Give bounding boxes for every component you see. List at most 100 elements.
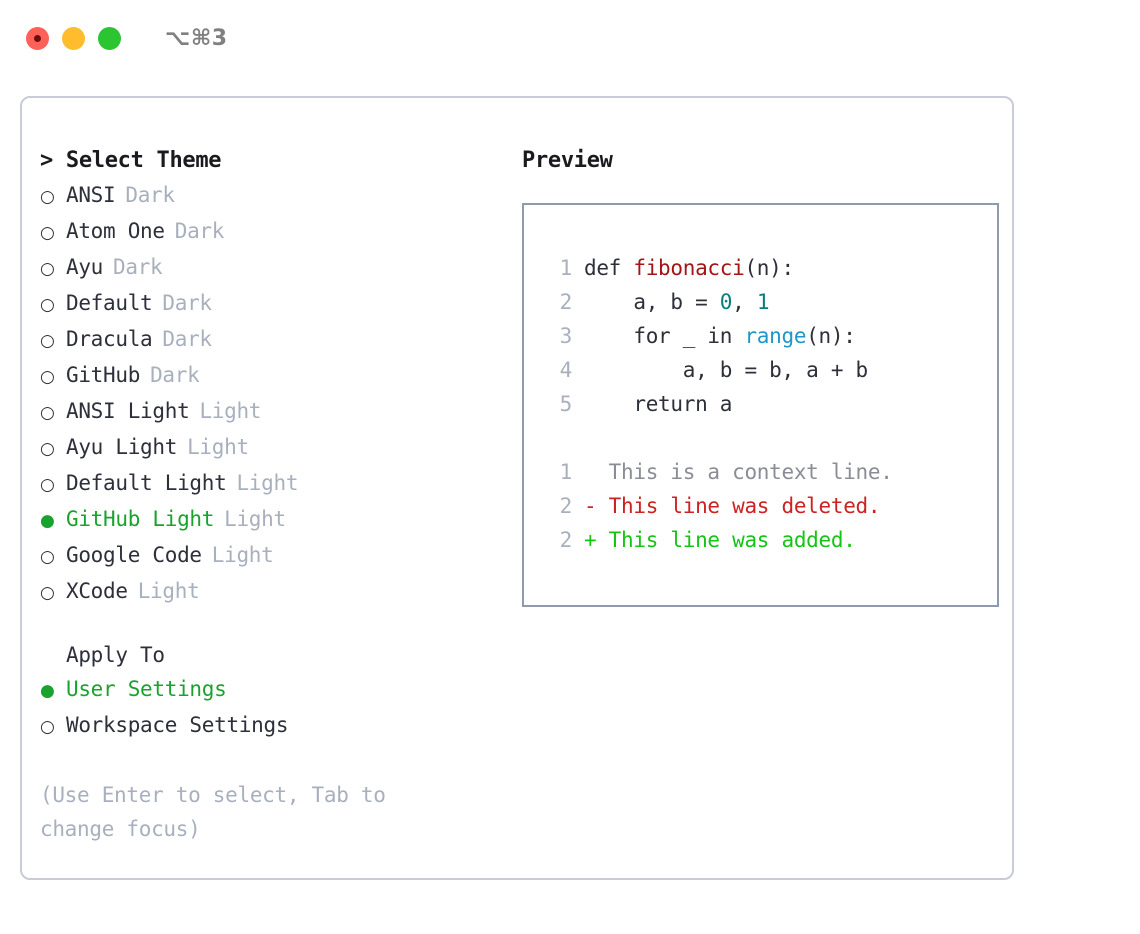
theme-option-label: Dracula (66, 327, 153, 351)
code-line: 2 a, b = 0, 1 (542, 285, 997, 319)
radio-selected-icon: ● (40, 511, 55, 531)
line-number: 5 (559, 392, 573, 416)
theme-option-ansi-light[interactable]: ○ ANSI Light Light (40, 394, 500, 430)
code-token-plain: return a (584, 392, 733, 416)
code-token-plain: a, b = b, a + b (584, 358, 868, 382)
apply-to-heading: Apply To (66, 643, 165, 667)
theme-option-variant: Light (224, 507, 286, 531)
line-number: 3 (559, 324, 573, 348)
code-line-text: a, b = b, a + b (584, 353, 868, 387)
theme-option-variant: Light (187, 435, 249, 459)
code-line: 4 a, b = b, a + b (542, 353, 997, 387)
theme-option-label: ANSI (66, 183, 116, 207)
theme-option-variant: Dark (150, 363, 200, 387)
theme-option-variant: Light (137, 579, 200, 603)
apply-to-option-list: ● User Settings ○ Workspace Settings (40, 672, 500, 744)
code-token-plain: for _ in (584, 324, 745, 348)
theme-option-dracula[interactable]: ○ Dracula Dark (40, 322, 500, 358)
diff-line-text: - This line was deleted. (584, 494, 881, 518)
section-spacer (40, 610, 500, 638)
window-title: ⌥⌘3 (165, 25, 228, 51)
radio-selected-icon: ● (40, 681, 55, 701)
radio-unselected-icon: ○ (40, 223, 55, 243)
radio-unselected-icon: ○ (40, 367, 55, 387)
theme-option-variant: Dark (162, 327, 212, 351)
code-token-plain: , (732, 290, 757, 314)
theme-option-default-light[interactable]: ○ Default Light Light (40, 466, 500, 502)
theme-option-ansi[interactable]: ○ ANSI Dark (40, 178, 500, 214)
radio-unselected-icon: ○ (40, 717, 55, 737)
code-line-text: a, b = 0, 1 (584, 285, 769, 319)
apply-to-option-label: Workspace Settings (66, 713, 289, 737)
line-number: 2 (559, 528, 573, 552)
theme-option-variant: Dark (174, 219, 225, 243)
theme-option-label: ANSI Light (66, 399, 190, 423)
theme-option-label: GitHub Light (66, 507, 215, 531)
code-token-plain: (n): (744, 256, 794, 280)
theme-option-label: Ayu Light (66, 435, 178, 459)
hint-spacer (40, 744, 500, 774)
code-token-num: 0 (719, 290, 733, 314)
theme-option-github-light[interactable]: ● GitHub Light Light (40, 502, 500, 538)
radio-unselected-icon: ○ (40, 475, 55, 495)
code-line-text: for _ in range(n): (584, 319, 856, 353)
theme-option-google-code[interactable]: ○ Google Code Light (40, 538, 500, 574)
minimize-button-icon[interactable] (62, 26, 85, 50)
title-bar: ⌥⌘3 (0, 0, 1140, 76)
code-token-call: range (744, 324, 807, 348)
code-diff-separator (542, 421, 997, 455)
theme-option-variant: Dark (125, 183, 175, 207)
code-token-num: 1 (756, 290, 770, 314)
radio-unselected-icon: ○ (40, 547, 55, 567)
theme-option-variant: Light (211, 543, 274, 567)
line-number: 4 (559, 358, 573, 382)
theme-option-ayu-light[interactable]: ○ Ayu Light Light (40, 430, 500, 466)
select-theme-heading: > Select Theme (40, 148, 222, 173)
code-line-text: return a (584, 387, 732, 421)
theme-option-label: XCode (66, 579, 128, 603)
diff-line-del: 2- This line was deleted. (542, 489, 997, 523)
radio-unselected-icon: ○ (40, 259, 55, 279)
theme-option-label: Default (66, 291, 153, 315)
preview-heading: Preview (522, 148, 613, 173)
apply-to-option-workspace-settings[interactable]: ○ Workspace Settings (40, 708, 500, 744)
keyboard-hint-line-1: (Use Enter to select, Tab to (40, 783, 386, 807)
theme-option-label: Ayu (66, 255, 104, 279)
apply-to-option-user-settings[interactable]: ● User Settings (40, 672, 500, 708)
line-number: 2 (559, 290, 573, 314)
theme-option-variant: Light (236, 471, 299, 495)
radio-unselected-icon: ○ (40, 403, 55, 423)
code-token-plain: a, b = (584, 290, 720, 314)
radio-unselected-icon: ○ (40, 295, 55, 315)
code-line: 5 return a (542, 387, 997, 421)
radio-unselected-icon: ○ (40, 187, 55, 207)
theme-option-atom-one[interactable]: ○ Atom One Dark (40, 214, 500, 250)
diff-sample: 1 This is a context line.2- This line wa… (542, 455, 997, 557)
theme-option-label: Google Code (66, 543, 202, 567)
theme-option-label: Default Light (66, 471, 227, 495)
close-button-icon[interactable] (26, 26, 49, 50)
apply-to-option-label: User Settings (66, 677, 227, 701)
code-token-plain: (n): (806, 324, 856, 348)
code-token-plain: def (584, 256, 634, 280)
diff-line-add: 2+ This line was added. (542, 523, 997, 557)
line-number: 1 (559, 460, 573, 484)
radio-unselected-icon: ○ (40, 439, 55, 459)
radio-unselected-icon: ○ (40, 331, 55, 351)
maximize-button-icon[interactable] (98, 26, 121, 50)
code-line-text: def fibonacci(n): (584, 251, 794, 285)
theme-option-variant: Light (199, 399, 262, 423)
theme-option-label: Atom One (66, 219, 165, 243)
diff-line-text: This is a context line. (584, 460, 893, 484)
keyboard-hint-line-2: change focus) (40, 817, 201, 841)
